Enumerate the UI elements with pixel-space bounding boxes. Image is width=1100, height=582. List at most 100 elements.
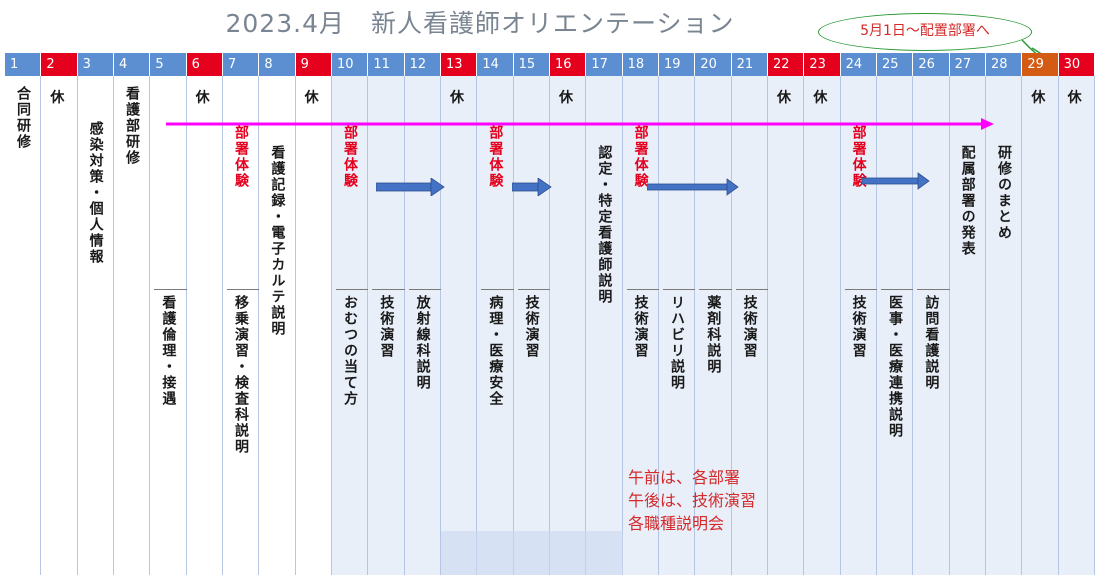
note-line-3: 各職種説明会 [628, 514, 725, 533]
afternoon-divider [408, 289, 441, 290]
day-cell [186, 76, 223, 575]
day-number: 25 [877, 53, 914, 76]
afternoon-activity: リハビリ説明 [669, 295, 685, 391]
holiday-label: 休 [777, 90, 791, 106]
dept-arrow-24 [862, 172, 930, 190]
day-number: 28 [986, 53, 1023, 76]
day-number: 14 [477, 53, 514, 76]
afternoon-activity: 技術演習 [741, 295, 758, 359]
day-column-19: 19 リハビリ説明 [659, 53, 696, 575]
day-cell [695, 76, 732, 575]
holiday-label: 休 [195, 90, 210, 106]
holiday-label: 休 [450, 90, 464, 106]
dept-experience-label: 部署体験 [342, 125, 358, 189]
day-cell [768, 76, 805, 575]
afternoon-divider [699, 289, 732, 290]
afternoon-activity: 移乗演習・検査科説明 [233, 295, 249, 455]
page-title: 2023.4月 新人看護師オリエンテーション [225, 9, 735, 38]
dept-experience-label: 部署体験 [632, 125, 649, 189]
morning-activity: 研修のまとめ [996, 145, 1012, 241]
holiday-label: 休 [50, 90, 65, 106]
callout-bubble: 5月1日〜配置部署へ [818, 13, 1032, 51]
afternoon-activity: 看護倫理・接遇 [160, 295, 177, 407]
afternoon-divider [336, 289, 369, 290]
day-cell [5, 76, 42, 575]
day-number: 30 [1058, 53, 1095, 76]
day-column-1: 1 合同研修 [5, 53, 42, 575]
afternoon-divider [154, 289, 187, 290]
dept-experience-label: 部署体験 [487, 125, 504, 189]
morning-activity: 看護部研修 [124, 86, 140, 166]
afternoon-activity: 薬剤科説明 [705, 295, 722, 375]
day-cell [513, 76, 550, 575]
morning-activity: 看護記録・電子カルテ説明 [269, 145, 286, 337]
day-number: 15 [513, 53, 550, 76]
note-line-1: 午前は、各部署 [628, 468, 741, 487]
day-cell [586, 76, 623, 575]
afternoon-divider [844, 289, 877, 290]
day-cell [114, 76, 151, 575]
day-number: 5 [150, 53, 187, 76]
afternoon-divider [372, 289, 405, 290]
day-column-5: 5 看護倫理・接遇 [150, 53, 187, 575]
day-cell [150, 76, 187, 575]
day-number: 13 [441, 53, 478, 76]
day-cell [368, 76, 405, 575]
day-number: 29 [1022, 53, 1059, 76]
day-cell [804, 76, 841, 575]
day-cell [1022, 76, 1059, 575]
holiday-label: 休 [813, 90, 828, 106]
day-cell [404, 76, 441, 575]
day-number: 24 [840, 53, 877, 76]
day-cell [877, 76, 914, 575]
dept-arrow-18 [647, 178, 739, 196]
day-column-15: 15 技術演習 [513, 53, 550, 575]
day-number: 7 [223, 53, 260, 76]
dept-experience-label: 部署体験 [850, 125, 867, 189]
morning-activity: 合同研修 [15, 86, 31, 150]
dept-arrow-10 [376, 178, 445, 196]
day-number: 23 [804, 53, 841, 76]
day-number: 19 [659, 53, 696, 76]
afternoon-activity: 病理・医療安全 [487, 295, 504, 407]
dept-experience-label: 部署体験 [233, 125, 249, 189]
day-cell [41, 76, 78, 575]
day-number: 18 [622, 53, 659, 76]
day-cell [1058, 76, 1095, 575]
afternoon-divider [881, 289, 914, 290]
day-cell [77, 76, 114, 575]
training-period-arrow [166, 118, 994, 130]
day-cell [223, 76, 260, 575]
day-column-23: 23 休 [804, 53, 841, 575]
afternoon-activity: 技術演習 [850, 295, 867, 359]
afternoon-activity: 技術演習 [632, 295, 649, 359]
day-number: 1 [5, 53, 42, 76]
holiday-label: 休 [304, 90, 319, 106]
day-cell [477, 76, 514, 575]
day-cell [731, 76, 768, 575]
schedule-note: 午前は、各部署 午後は、技術演習 各職種説明会 [628, 466, 756, 535]
afternoon-divider [626, 289, 659, 290]
afternoon-activity: 放射線科説明 [414, 295, 431, 391]
afternoon-activity: 技術演習 [523, 295, 540, 359]
shaded-band [441, 531, 623, 575]
day-cell [949, 76, 986, 575]
day-number: 11 [368, 53, 405, 76]
day-cell [259, 76, 296, 575]
afternoon-divider [735, 289, 768, 290]
day-column-28: 28 研修のまとめ [986, 53, 1023, 575]
